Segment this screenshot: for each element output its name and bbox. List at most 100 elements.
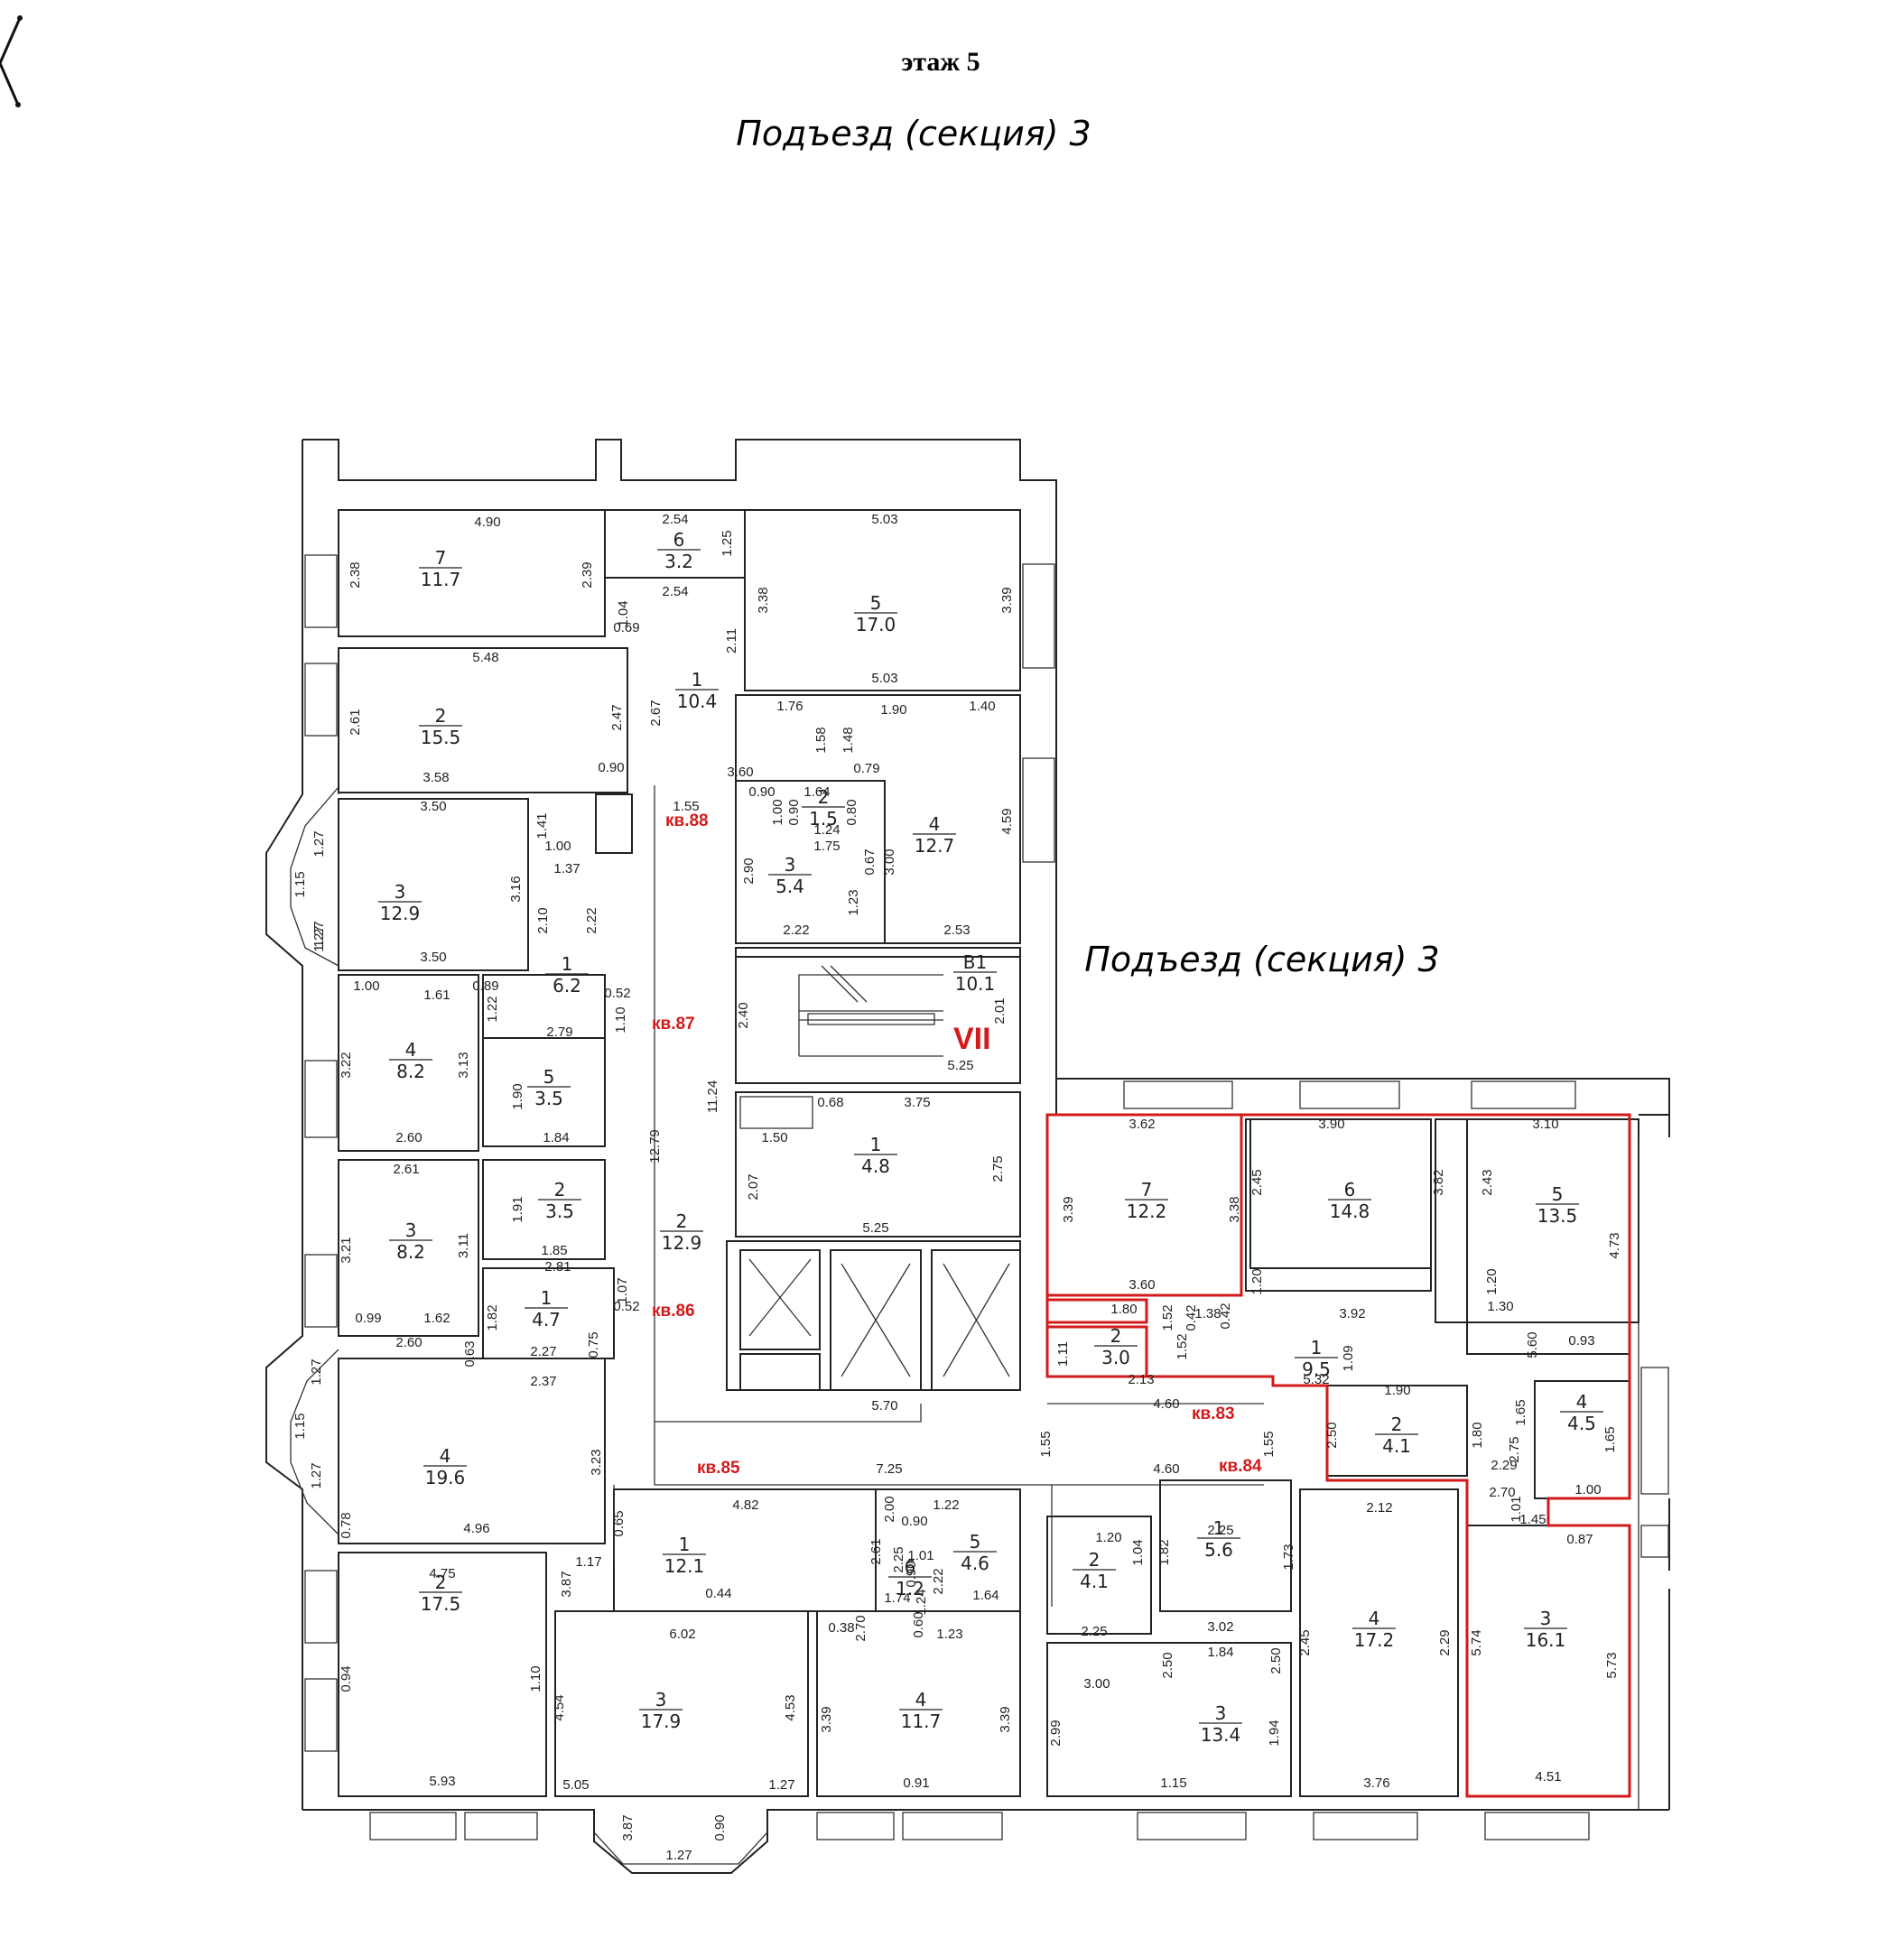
- dimension-label: 0.93: [1568, 1333, 1594, 1349]
- dimension-label: 1.15: [293, 1413, 308, 1439]
- room-label: 48.2: [389, 1039, 432, 1082]
- room-label: 35.4: [768, 854, 812, 897]
- room-number: 4: [405, 1039, 417, 1061]
- dimension-label: 2.75: [990, 1155, 1006, 1182]
- dimension-label: 2.81: [544, 1259, 571, 1275]
- dimension-label: 2.38: [348, 561, 363, 588]
- dimension-label: 1.40: [969, 699, 995, 714]
- room-area: 11.7: [901, 1711, 942, 1732]
- dimension-label: 0.78: [339, 1512, 354, 1538]
- dimension-label: 2.60: [395, 1130, 422, 1145]
- dimension-label: 2.22: [584, 907, 599, 933]
- room-area: 17.0: [856, 614, 896, 635]
- dimension-label: 4.96: [463, 1521, 489, 1536]
- dimension-label: 4.59: [999, 808, 1015, 834]
- dimension-label: 1.22: [933, 1497, 959, 1513]
- room-label: 53.5: [527, 1066, 571, 1109]
- room-label: 513.5: [1536, 1183, 1579, 1227]
- dimension-label: 1.10: [613, 1006, 628, 1033]
- dimension-label: 3.39: [999, 587, 1015, 613]
- dimension-label: 2.61: [393, 1162, 419, 1177]
- dimension-label: 4.54: [552, 1694, 567, 1720]
- dimension-label: 4.90: [474, 515, 500, 530]
- room-number: 2: [1110, 1325, 1122, 1347]
- dimension-label: 3.16: [508, 876, 524, 902]
- dimension-label: 2.50: [1268, 1647, 1284, 1673]
- dimension-label: 1.65: [1513, 1399, 1528, 1425]
- dimension-label: 3.87: [559, 1571, 574, 1597]
- dimension-label: 2.10: [535, 907, 551, 933]
- dimension-label: 0.89: [472, 978, 498, 994]
- dimension-label: 2.40: [736, 1002, 751, 1028]
- dimension-label: 0.90: [748, 784, 775, 800]
- dimension-label: 3.13: [456, 1052, 471, 1078]
- dimension-label: 11.24: [705, 1080, 720, 1113]
- room-number: В1: [963, 951, 987, 973]
- dimension-label: 3.11: [456, 1233, 471, 1258]
- floor-title: этаж 5: [901, 47, 980, 77]
- dimension-label: 2.25: [1081, 1624, 1107, 1639]
- dimension-label: 0.52: [604, 986, 630, 1001]
- room-number: 3: [785, 854, 796, 876]
- room-number: 5: [1552, 1183, 1564, 1205]
- dimension-label: 1.23: [846, 889, 861, 915]
- dimension-label: 1.04: [616, 600, 631, 626]
- dimension-label: 1.48: [841, 727, 856, 753]
- dimension-label: 2.25: [1207, 1523, 1233, 1538]
- apartment-labels: кв.88 кв.87 кв.86 кв.85 кв.84 кв.83: [652, 811, 1262, 1478]
- room-number: 2: [1089, 1549, 1101, 1571]
- dimension-label: 2.45: [1249, 1169, 1265, 1195]
- dimension-label: 1.50: [761, 1130, 787, 1145]
- dimension-label: 0.90: [901, 1514, 927, 1529]
- room-area: 4.1: [1080, 1571, 1109, 1592]
- dimension-label: 4.73: [1607, 1232, 1622, 1258]
- room-area: 4.6: [961, 1553, 989, 1574]
- room-label: 614.8: [1328, 1179, 1371, 1222]
- room-area: 5.6: [1204, 1539, 1233, 1561]
- apartment-label-83: кв.83: [1192, 1405, 1235, 1423]
- room-number: 6: [905, 1556, 916, 1578]
- room-number: 7: [435, 547, 447, 569]
- room-area: 6.2: [553, 975, 581, 997]
- dimension-label: 1.52: [1175, 1333, 1190, 1359]
- dimension-label: 1.82: [1156, 1539, 1172, 1565]
- dimension-label: 4.53: [783, 1694, 798, 1720]
- room-number: 1: [870, 1134, 882, 1155]
- room-area: 1.5: [809, 808, 838, 830]
- room-number: 2: [435, 1572, 447, 1593]
- dimension-label: 1.17: [575, 1554, 601, 1570]
- room-area: 14.8: [1330, 1201, 1370, 1222]
- room-label: 19.5: [1295, 1337, 1338, 1380]
- dimension-label: 1.73: [1281, 1544, 1296, 1570]
- dimension-label: 1.80: [1110, 1302, 1137, 1317]
- dimension-label: 1.01: [1509, 1496, 1524, 1522]
- room-label: 313.4: [1199, 1702, 1242, 1746]
- dimension-label: 1.90: [880, 702, 906, 718]
- dimension-label: 2.60: [395, 1335, 422, 1350]
- room-number: 5: [543, 1066, 555, 1088]
- dimension-label: 2.50: [1324, 1422, 1340, 1448]
- dimension-label: 3.60: [727, 765, 753, 780]
- room-number: 5: [970, 1531, 981, 1553]
- room-label: 110.4: [675, 669, 719, 712]
- room-label: 54.6: [953, 1531, 997, 1574]
- dimension-label: 1.10: [528, 1665, 543, 1692]
- stair-label: VII: [953, 1022, 991, 1056]
- dimension-label: 2.54: [662, 584, 688, 599]
- dimension-label: 3.39: [1061, 1196, 1076, 1222]
- dimension-label: 1.80: [1470, 1422, 1485, 1448]
- dimension-label: 3.90: [1318, 1117, 1344, 1132]
- dimension-label: 1.90: [510, 1083, 525, 1109]
- dimension-label: 3.39: [998, 1706, 1013, 1732]
- room-label: 23.0: [1094, 1325, 1138, 1368]
- dimension-label: 0.87: [1566, 1532, 1593, 1547]
- room-area: 1.2: [896, 1578, 924, 1599]
- dimension-label: 1.00: [770, 799, 785, 825]
- dimension-label: 5.93: [429, 1774, 455, 1789]
- dimension-label: 0.90: [904, 1561, 919, 1587]
- room-number: 7: [1141, 1179, 1153, 1201]
- room-area: 3.5: [545, 1201, 574, 1222]
- dimension-label: 0.91: [903, 1775, 929, 1791]
- dimension-label: 2.00: [882, 1496, 897, 1522]
